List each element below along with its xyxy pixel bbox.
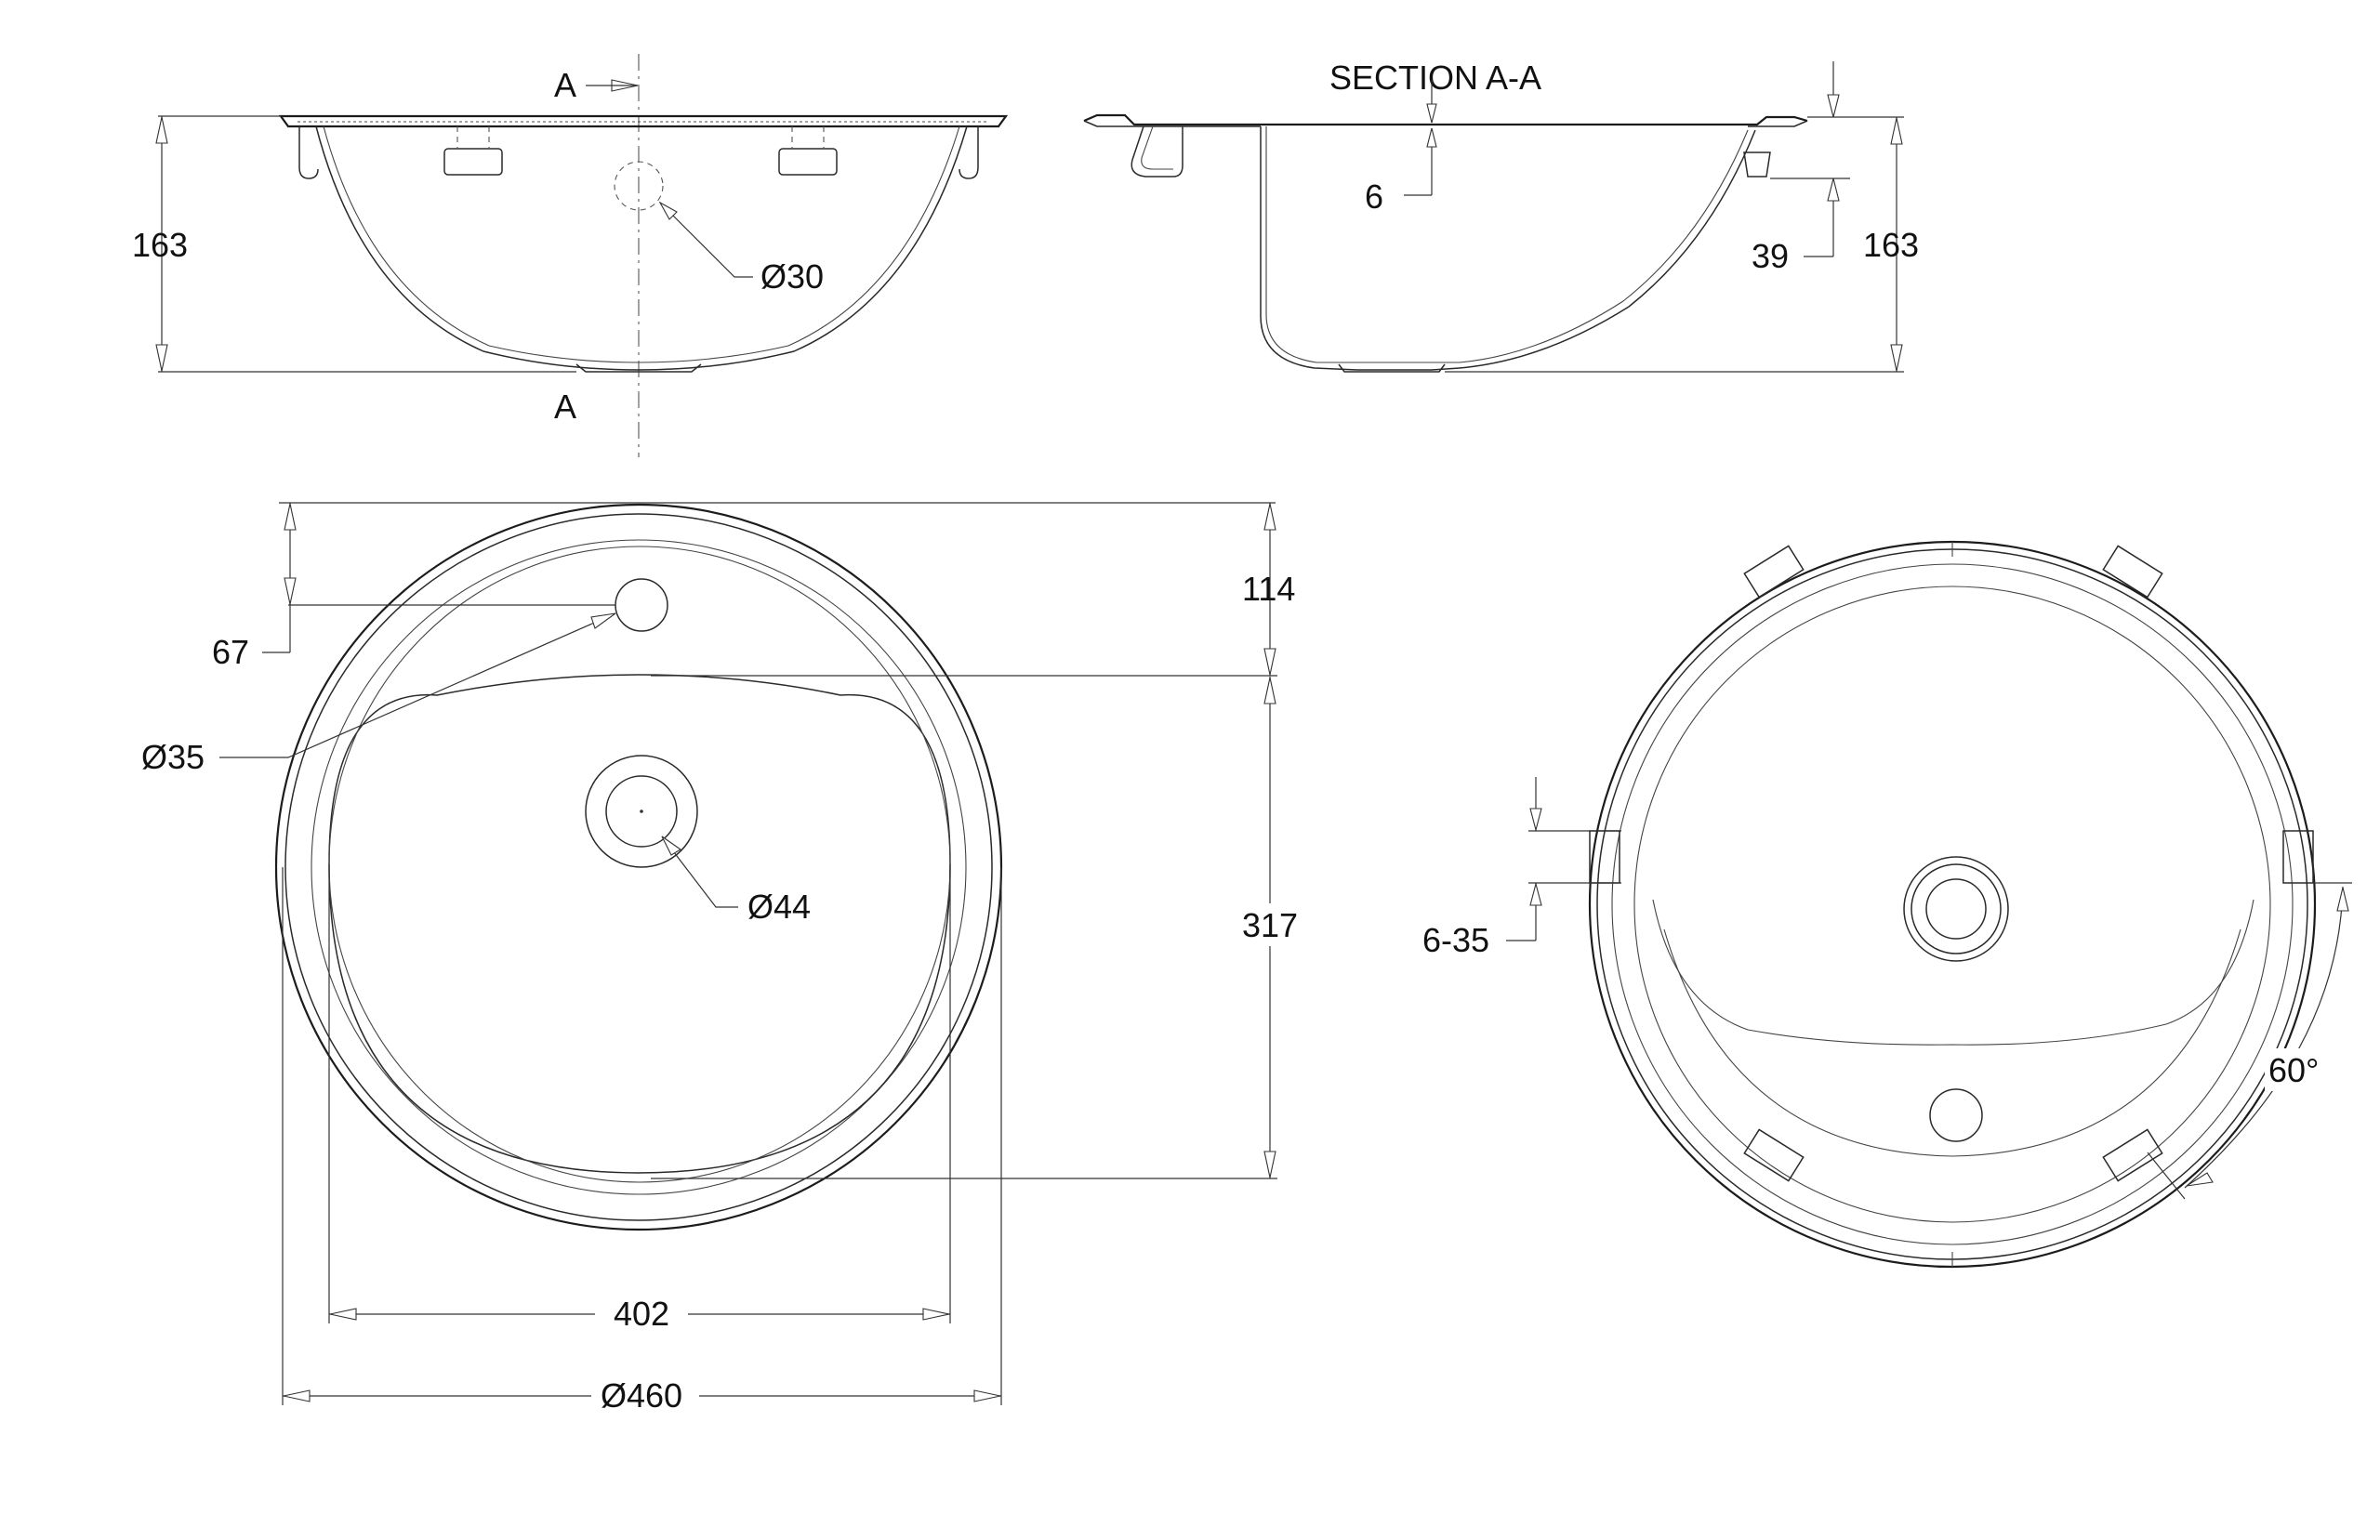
dim-163r-arrow-bottom — [1890, 344, 1903, 372]
front-elevation-view: A A Ø30 163 — [132, 54, 1009, 457]
leader-drain-arrow — [661, 836, 682, 856]
under-rim-2 — [1596, 548, 2308, 1260]
front-height-arrow-bottom — [155, 344, 168, 372]
front-clip-right — [959, 126, 979, 179]
underside-view: 6-35 60° — [1422, 540, 2352, 1269]
under-clip-top-left — [1743, 545, 1805, 599]
drain-dia-label: Ø44 — [747, 888, 811, 926]
section-a-a-view: SECTION A-A 6 39 — [1083, 59, 1919, 373]
cut-label-bottom: A — [554, 388, 576, 426]
leader-tap-hole-front — [659, 202, 753, 278]
plan-view: Ø35 Ø44 67 114 317 402 — [141, 502, 1302, 1415]
front-bowl-outer — [315, 125, 968, 371]
section-rim-right — [1432, 115, 1808, 126]
plan-drain-outer — [585, 755, 698, 868]
section-clip-left — [1130, 125, 1183, 178]
section-rim-right-lower — [1748, 120, 1808, 127]
front-bracket-left — [443, 148, 503, 176]
under-clip-bottom-right — [2102, 1128, 2163, 1182]
under-bowl-curve — [1652, 899, 2254, 1046]
under-drain-outer — [1903, 856, 2009, 962]
plan-rim-inner-2 — [311, 539, 967, 1195]
tap-hole-dia-front-label: Ø30 — [760, 257, 824, 296]
dim-114-arrow-top — [1263, 503, 1276, 531]
angle-label-bg — [2265, 1048, 2332, 1091]
angle-arrow-top — [2336, 887, 2349, 912]
tap-hole-dia-label: Ø35 — [141, 738, 205, 776]
section-overflow-label: 39 — [1752, 237, 1789, 275]
front-height-arrow-top — [155, 116, 168, 144]
dim-6-arrow-top — [1426, 103, 1437, 124]
angle-arc — [2184, 886, 2344, 1189]
dim-317-label-bg — [1240, 903, 1302, 946]
front-drain-foot — [575, 363, 702, 373]
under-drain-mid — [1911, 863, 2002, 954]
cut-label-top: A — [554, 66, 576, 104]
under-clip-right — [2282, 830, 2314, 884]
section-title: SECTION A-A — [1329, 59, 1541, 97]
overall-dia-label: Ø460 — [601, 1376, 682, 1415]
section-lip-label: 6 — [1365, 178, 1383, 216]
section-drain-foot — [1338, 363, 1446, 373]
dim-402-arrow-right — [922, 1308, 950, 1321]
front-bracket-right — [778, 148, 838, 176]
angle-arrow-bottom — [2186, 1172, 2214, 1187]
under-clip-bottom-left — [1743, 1128, 1805, 1182]
tap-offset-label: 67 — [212, 633, 249, 671]
dim-460-arrow-right — [973, 1389, 1001, 1402]
under-bowl-curve-2 — [1663, 928, 2241, 1157]
leader-tap-hole-front-arrow — [658, 201, 678, 220]
angle-ext-diagonal — [2147, 1152, 2186, 1200]
under-clip-top-right — [2102, 545, 2163, 599]
section-clip-left-inner — [1141, 125, 1173, 170]
under-rim-4 — [1633, 586, 2271, 1223]
front-tap-hole-hidden — [614, 161, 664, 211]
dim-317-arrow-top — [1263, 677, 1276, 704]
section-height-label: 163 — [1863, 226, 1919, 264]
bowl-depth-label: 317 — [1242, 906, 1298, 944]
section-bowl-inner — [1265, 126, 1749, 363]
front-bowl-inner — [323, 125, 960, 363]
dim-460-arrow-left — [283, 1389, 311, 1402]
plan-tap-hole — [615, 578, 668, 632]
leader-tap-hole — [219, 612, 616, 758]
leader-tap-hole-arrow — [590, 612, 616, 629]
section-rim-left — [1083, 113, 1432, 126]
plan-drain-center — [640, 809, 643, 813]
dim-114-arrow-bottom — [1263, 648, 1276, 676]
bowl-width-label: 402 — [614, 1295, 669, 1333]
dim-39-arrow-top — [1827, 94, 1840, 118]
section-overflow-right — [1743, 151, 1771, 178]
plan-bowl-ellipse — [328, 546, 951, 1183]
under-drain-inner — [1925, 878, 1987, 940]
plan-bowl-outline — [328, 674, 951, 1174]
dim-6-arrow-bottom — [1426, 127, 1437, 148]
under-tap-hole — [1929, 1088, 1983, 1142]
dim-163r-arrow-top — [1890, 117, 1903, 145]
clip-spec-label: 6-35 — [1422, 921, 1489, 959]
plan-rim-inner-1 — [284, 513, 993, 1221]
clip-angle-label: 60° — [2268, 1051, 2319, 1089]
dim-39-arrow-bottom — [1827, 178, 1840, 202]
top-offset-label: 114 — [1242, 570, 1295, 608]
leader-drain — [661, 836, 738, 908]
front-height-label: 163 — [132, 226, 188, 264]
dim-635-arrow-top — [1529, 808, 1542, 833]
plan-drain-inner — [605, 775, 678, 848]
section-rim-left-lower — [1083, 120, 1261, 127]
under-outer-rim — [1588, 540, 2317, 1269]
under-rim-3 — [1611, 563, 2294, 1245]
dim-67-arrow-top — [284, 503, 297, 531]
dim-635-arrow-bottom — [1529, 881, 1542, 906]
section-bowl-outer — [1260, 126, 1756, 371]
dim-67-arrow-bottom — [284, 577, 297, 605]
dim-402-arrow-left — [329, 1308, 357, 1321]
front-clip-left — [298, 126, 319, 179]
front-rim — [278, 114, 1009, 128]
dim-317-arrow-bottom — [1263, 1151, 1276, 1178]
